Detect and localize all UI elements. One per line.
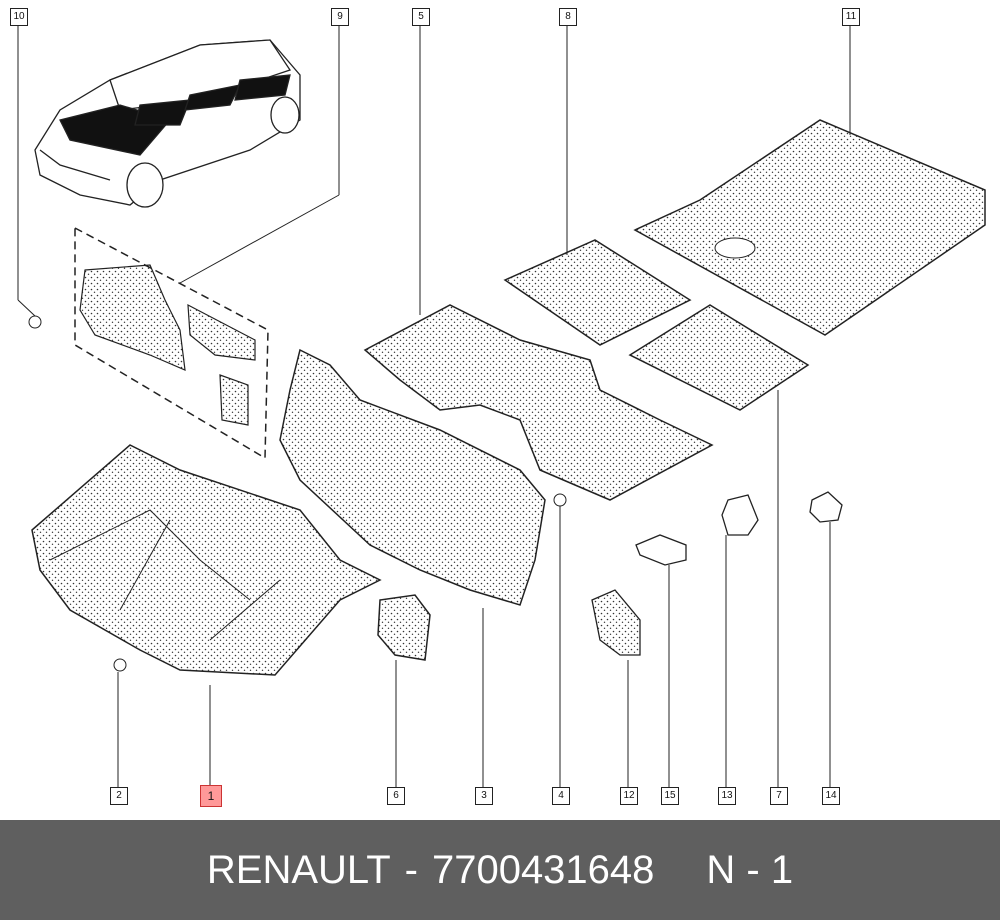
part-8-rear-floor-mat (503, 239, 692, 346)
part-info-banner: RENAULT - 7700431648 N - 1 (0, 820, 1000, 920)
part-11-boot-floor-mat (633, 119, 986, 336)
variant-label: N - 1 (706, 847, 794, 892)
part-13-clip (721, 494, 759, 536)
part-15-clip (635, 534, 687, 566)
callout-8: 8 (559, 8, 577, 26)
callout-7: 7 (770, 787, 788, 805)
part-4-clip-icon (553, 493, 567, 507)
part-3-bulkhead-insulator (279, 348, 546, 606)
callout-6: 6 (387, 787, 405, 805)
part-6-grommet (377, 594, 431, 661)
part-5-front-floor-insulator (363, 304, 714, 501)
callout-15: 15 (661, 787, 679, 805)
part-2-clip-icon (113, 658, 127, 672)
callout-14: 14 (822, 787, 840, 805)
part-12-bracket (591, 589, 641, 656)
callout-4: 4 (552, 787, 570, 805)
leader-lines (17, 25, 851, 787)
part-1-bonnet-insulator (31, 444, 382, 676)
callout-2: 2 (110, 787, 128, 805)
car-overview-icon (34, 39, 301, 208)
callout-1-highlighted: 1 (200, 785, 222, 807)
parts-diagram (17, 25, 986, 787)
part-9-group (28, 226, 269, 460)
separator: - (404, 847, 418, 892)
callout-3: 3 (475, 787, 493, 805)
callout-12: 12 (620, 787, 638, 805)
callout-10: 10 (10, 8, 28, 26)
part-7-floor-mat (628, 304, 810, 411)
callout-5: 5 (412, 8, 430, 26)
callout-13: 13 (718, 787, 736, 805)
callout-9: 9 (331, 8, 349, 26)
part-number: 7700431648 (431, 847, 655, 892)
part-1-ribs (49, 509, 281, 641)
part-14-clip (809, 491, 843, 523)
callout-11: 11 (842, 8, 860, 26)
brand-label: RENAULT (206, 847, 391, 892)
